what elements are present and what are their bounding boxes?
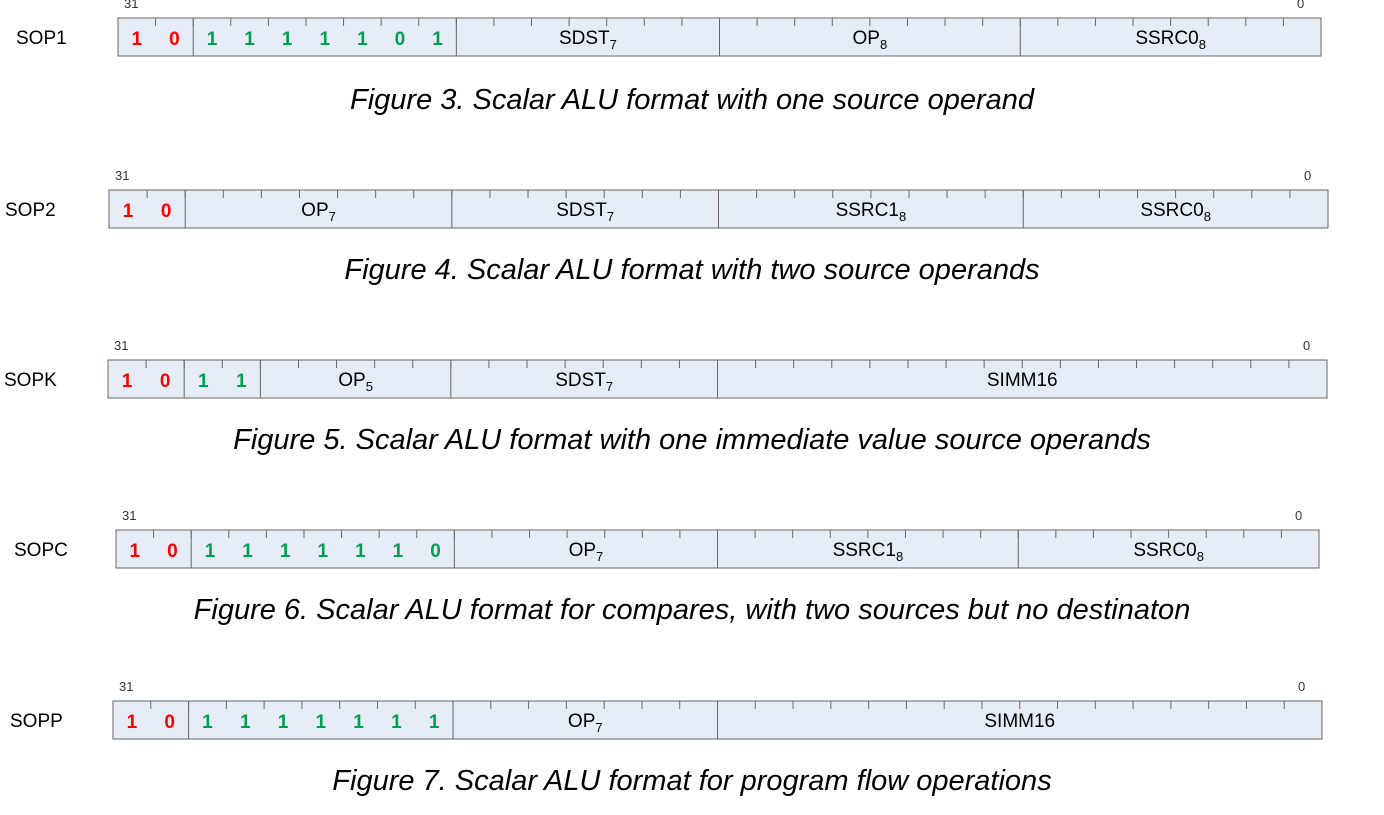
msb-bit-label: 31 (122, 508, 137, 523)
opcode-bit: 0 (160, 371, 171, 392)
opcode-bit: 1 (393, 541, 404, 562)
opcode-bit: 1 (244, 29, 255, 50)
opcode-bit: 0 (161, 201, 172, 222)
opcode-bit: 1 (240, 712, 251, 733)
opcode-bit: 1 (429, 712, 440, 733)
field-label: SSRC08 (1135, 28, 1206, 52)
lsb-bit-label: 0 (1304, 168, 1312, 183)
opcode-bit: 1 (355, 541, 366, 562)
opcode-bit: 1 (198, 371, 209, 392)
opcode-bit: 1 (122, 371, 133, 392)
opcode-bit: 0 (395, 29, 406, 50)
opcode-bit: 1 (282, 29, 293, 50)
lsb-bit-label: 0 (1295, 508, 1303, 523)
opcode-bit: 1 (236, 371, 247, 392)
opcode-bit: 1 (207, 29, 218, 50)
opcode-bit: 1 (319, 29, 330, 50)
figure-caption: Figure 5. Scalar ALU format with one imm… (233, 424, 1151, 456)
opcode-bit: 0 (167, 541, 178, 562)
opcode-bit: 0 (169, 29, 180, 50)
opcode-bit: 1 (278, 712, 289, 733)
opcode-bit: 1 (357, 29, 368, 50)
opcode-bit: 1 (205, 541, 216, 562)
opcode-bit: 1 (130, 541, 141, 562)
lsb-bit-label: 0 (1303, 338, 1311, 353)
format-name: SOPC (14, 540, 68, 561)
opcode-bit: 1 (391, 712, 402, 733)
opcode-bit: 1 (317, 541, 328, 562)
opcode-bit: 1 (432, 29, 443, 50)
field-label: SSRC08 (1140, 200, 1211, 224)
opcode-bit: 0 (164, 712, 175, 733)
field-label: SDST7 (555, 370, 613, 394)
field-label: OP7 (569, 540, 604, 564)
format-name: SOPP (10, 711, 63, 732)
format-name: SOP1 (16, 28, 67, 49)
opcode-bit: 1 (353, 712, 364, 733)
field-label: SDST7 (556, 200, 614, 224)
field-label: SSRC08 (1133, 540, 1204, 564)
opcode-bit: 0 (430, 541, 441, 562)
opcode-bit: 1 (242, 541, 253, 562)
msb-bit-label: 31 (115, 168, 130, 183)
field-label: SIMM16 (987, 370, 1058, 391)
msb-bit-label: 31 (114, 338, 129, 353)
opcode-bit: 1 (280, 541, 291, 562)
format-name: SOPK (4, 370, 57, 391)
figure-caption: Figure 7. Scalar ALU format for program … (332, 765, 1052, 797)
opcode-bit: 1 (202, 712, 213, 733)
field-label: SDST7 (559, 28, 617, 52)
register-box: 1 0 1 1 1 1 1 1 0 OP7 SSRC18 SSRC08 (115, 529, 1320, 569)
msb-bit-label: 31 (124, 0, 139, 11)
field-label: SIMM16 (984, 711, 1055, 732)
figure-caption: Figure 3. Scalar ALU format with one sou… (350, 84, 1034, 116)
opcode-bit: 1 (316, 712, 327, 733)
format-name: SOP2 (5, 200, 56, 221)
opcode-bit: 1 (123, 201, 134, 222)
field-label: SSRC18 (836, 200, 907, 224)
field-label: SSRC18 (833, 540, 904, 564)
figure-caption: Figure 6. Scalar ALU format for compares… (193, 594, 1191, 626)
opcode-bit: 1 (127, 712, 138, 733)
lsb-bit-label: 0 (1298, 679, 1306, 694)
lsb-bit-label: 0 (1297, 0, 1305, 11)
msb-bit-label: 31 (119, 679, 134, 694)
figure-caption: Figure 4. Scalar ALU format with two sou… (344, 254, 1040, 286)
opcode-bit: 1 (132, 29, 143, 50)
